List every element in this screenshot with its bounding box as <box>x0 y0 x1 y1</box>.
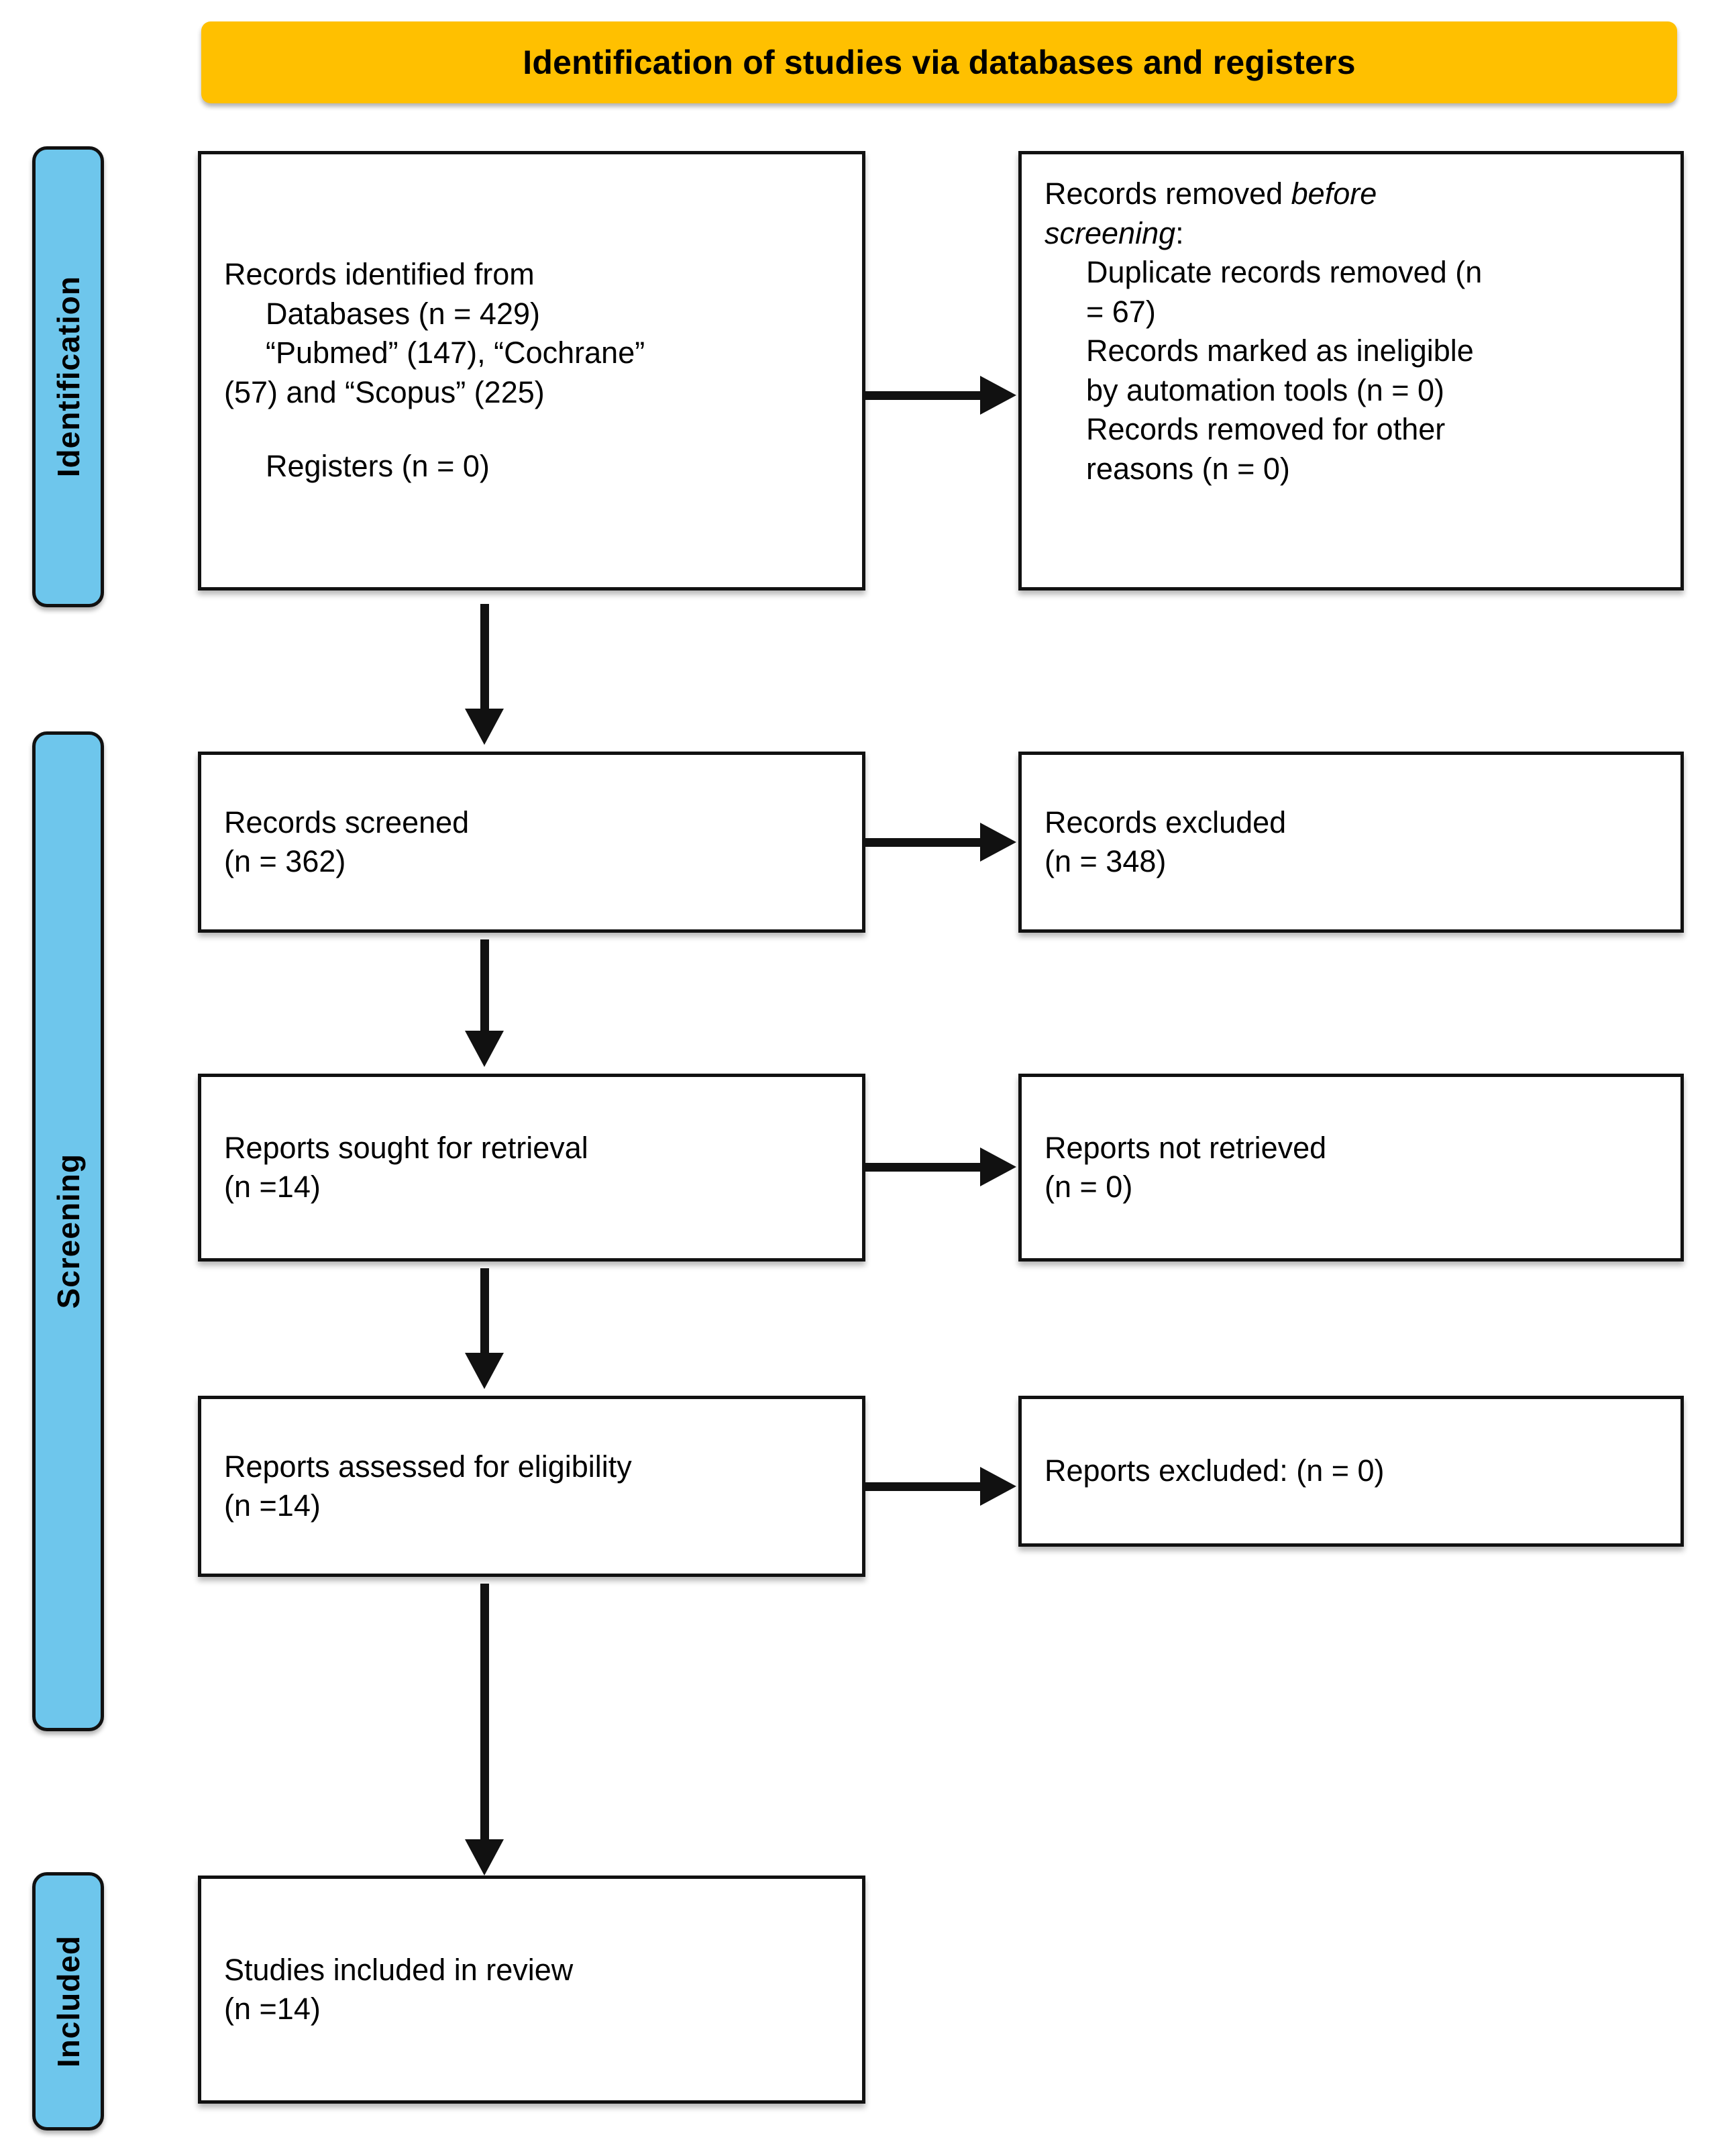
arrow-head <box>980 1147 1016 1186</box>
records-removed-line-2: screening: <box>1045 214 1658 254</box>
phase-label-identification-text: Identification <box>50 276 86 478</box>
box-records-excluded: Records excluded (n = 348) <box>1018 752 1684 933</box>
records-removed-line-2-em: screening <box>1045 215 1176 250</box>
arrow-stem <box>865 1482 983 1491</box>
studies-included-line-2: (n =14) <box>224 1992 321 2026</box>
arrow-head <box>465 709 504 745</box>
reports-excluded-line-1: Reports excluded: (n = 0) <box>1045 1453 1385 1488</box>
reports-sought-line-1: Reports sought for retrieval <box>224 1130 588 1165</box>
records-screened-line-2: (n = 362) <box>224 844 346 878</box>
phase-label-included-text: Included <box>50 1935 86 2068</box>
arrow-head <box>465 1839 504 1876</box>
arrow-head <box>980 1467 1016 1506</box>
box-records-removed-before-screening: Records removed before screening: Duplic… <box>1018 151 1684 591</box>
banner-title: Identification of studies via databases … <box>523 44 1356 81</box>
arrow-stem <box>480 1268 489 1355</box>
records-removed-line-5: Records marked as ineligible <box>1086 333 1474 368</box>
records-identified-line-1: Records identified from <box>224 257 535 292</box>
records-identified-line-4: (57) and “Scopus” (225) <box>224 374 545 409</box>
arrow-stem <box>865 391 983 400</box>
box-reports-sought-for-retrieval: Reports sought for retrieval (n =14) <box>198 1074 865 1262</box>
arrow-stem <box>480 604 489 711</box>
banner-identification-header: Identification of studies via databases … <box>201 21 1677 103</box>
box-reports-excluded: Reports excluded: (n = 0) <box>1018 1396 1684 1547</box>
records-removed-line-1-em: before <box>1291 176 1377 211</box>
records-removed-line-6: by automation tools (n = 0) <box>1086 372 1445 407</box>
records-screened-line-1: Records screened <box>224 805 470 839</box>
reports-not-retrieved-line-2: (n = 0) <box>1045 1170 1133 1204</box>
records-removed-line-2-tail: : <box>1175 215 1184 250</box>
studies-included-line-1: Studies included in review <box>224 1952 574 1987</box>
records-removed-line-8: reasons (n = 0) <box>1086 451 1290 486</box>
records-removed-line-1: Records removed before <box>1045 174 1658 214</box>
phase-label-screening-text: Screening <box>50 1153 86 1309</box>
records-removed-line-4: = 67) <box>1086 294 1156 329</box>
records-excluded-line-2: (n = 348) <box>1045 844 1167 878</box>
reports-not-retrieved-line-1: Reports not retrieved <box>1045 1130 1327 1165</box>
arrow-stem <box>480 939 489 1033</box>
arrow-stem <box>865 838 983 847</box>
reports-assessed-line-1: Reports assessed for eligibility <box>224 1449 632 1484</box>
arrow-head <box>465 1353 504 1389</box>
records-identified-spacer <box>224 412 839 447</box>
box-records-identified: Records identified from Databases (n = 4… <box>198 151 865 591</box>
records-identified-line-5: Registers (n = 0) <box>266 449 490 484</box>
records-identified-line-2: Databases (n = 429) <box>266 296 540 331</box>
reports-assessed-line-2: (n =14) <box>224 1488 321 1523</box>
records-removed-line-1-lead: Records removed <box>1045 176 1291 211</box>
records-identified-line-3: “Pubmed” (147), “Cochrane” <box>266 336 645 370</box>
arrow-head <box>465 1031 504 1067</box>
phase-label-included: Included <box>32 1872 104 2131</box>
arrow-head <box>980 823 1016 862</box>
phase-label-screening: Screening <box>32 731 104 1731</box>
arrow-head <box>980 376 1016 415</box>
records-excluded-line-1: Records excluded <box>1045 805 1287 839</box>
box-studies-included-in-review: Studies included in review (n =14) <box>198 1876 865 2104</box>
box-records-screened: Records screened (n = 362) <box>198 752 865 933</box>
box-reports-assessed-for-eligibility: Reports assessed for eligibility (n =14) <box>198 1396 865 1577</box>
arrow-stem <box>480 1584 489 1842</box>
reports-sought-line-2: (n =14) <box>224 1170 321 1204</box>
phase-label-identification: Identification <box>32 146 104 607</box>
arrow-stem <box>865 1163 983 1172</box>
records-removed-line-7: Records removed for other <box>1086 412 1446 446</box>
box-reports-not-retrieved: Reports not retrieved (n = 0) <box>1018 1074 1684 1262</box>
records-removed-line-3: Duplicate records removed (n <box>1086 255 1483 289</box>
